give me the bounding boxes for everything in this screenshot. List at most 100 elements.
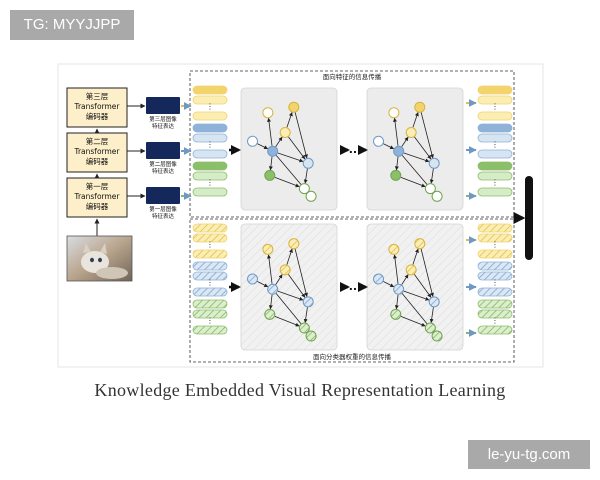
top-graph-1-graph-node (288, 101, 300, 113)
bottom-graph-2-edge (392, 254, 399, 284)
top-graph-2-graph-node (431, 190, 443, 202)
top-graph-2-graph-node (373, 135, 385, 147)
top-graph-1-graph-node (305, 190, 317, 202)
bottom-graph-2-edge (403, 290, 430, 301)
output-bar (525, 176, 533, 260)
bottom-graph-1-graph-node (305, 330, 317, 342)
bottom-left-node-pill (192, 287, 228, 297)
bottom-graph-1-edge (274, 316, 300, 327)
bottom-right-stack: ⋮⋮⋮ (477, 223, 513, 335)
top-graph-2-graph-node (390, 169, 402, 181)
bottom-graph-2-graph-node (414, 238, 426, 250)
top-graph-2-edge (412, 112, 419, 128)
bottom-panel-title: 面向分类器权重的信息传播 (313, 352, 392, 361)
bottom-graph-2-edge (420, 248, 434, 297)
bottom-right-node-pill (477, 325, 513, 335)
bottom-left-node-pill (192, 309, 228, 319)
bottom-left-vdots: ⋮ (206, 316, 214, 325)
top-right-vdots: ⋮ (491, 178, 499, 187)
top-graph-2-edge (414, 136, 432, 160)
bottom-left-node-pill (192, 271, 228, 281)
feature-block-3: 第三层图像 特征表达 (146, 97, 180, 130)
top-left-node-pill (192, 171, 228, 181)
top-left-node-pill (192, 133, 228, 143)
bottom-graph-1-panel-bg (240, 223, 338, 351)
svg-text:特征表达: 特征表达 (152, 212, 175, 220)
bottom-left-node-pill (192, 299, 228, 309)
top-graph-2-graph-node (388, 107, 400, 119)
bottom-graph-2-graph-node (431, 330, 443, 342)
bottom-graph-2-graph-node (428, 296, 440, 308)
top-graph-1-edge (257, 143, 269, 150)
bottom-graph-2-panel (366, 223, 464, 351)
feature-block-1: 第一层图像 特征表达 (146, 187, 180, 220)
svg-text:编码器: 编码器 (86, 201, 109, 211)
top-graph-2-edge (429, 168, 434, 184)
top-left-vdots: ⋮ (206, 178, 214, 187)
svg-text:编码器: 编码器 (86, 156, 109, 166)
feature-block-2: 第二层图像 特征表达 (146, 142, 180, 175)
bottom-graph-1-edge (266, 254, 273, 284)
svg-text:第二层: 第二层 (86, 136, 109, 146)
bottom-graph-1-edge (288, 274, 306, 298)
top-graph-1-panel (240, 87, 338, 211)
top-right-node-pill (477, 187, 513, 197)
encoder-layer-2: 第二层 Transformer 编码器 (66, 132, 128, 173)
top-graph-1-edge (268, 156, 273, 171)
bottom-right-node-pill (477, 287, 513, 297)
bottom-left-node-pill (192, 325, 228, 335)
bottom-right-node-pill (477, 299, 513, 309)
node-stacks: ⋮⋮⋮⋮⋮⋮⋮⋮⋮⋮⋮⋮ (192, 85, 513, 335)
top-graph-1-graph-node (298, 183, 310, 195)
bottom-right-node-pill (477, 261, 513, 271)
bottom-graph-1-edge (277, 290, 304, 301)
bottom-left-node-pill (192, 223, 228, 233)
bottom-right-node-pill (477, 233, 513, 243)
bottom-right-node-pill (477, 271, 513, 281)
flow-arrows: ...... (181, 99, 477, 337)
watermark-bottom-right: le-yu-tg.com (468, 440, 590, 469)
top-right-node-pill (477, 161, 513, 171)
top-panel-title: 面向特征的信息传播 (323, 72, 382, 81)
bottom-left-vdots: ⋮ (206, 278, 214, 287)
bottom-dashed-box (189, 218, 515, 363)
top-graph-1-graph-node (279, 127, 291, 138)
bottom-graph-1-graph-node (262, 243, 274, 255)
bottom-graph-2-edge (412, 248, 419, 265)
top-graph-1-graph-node (247, 135, 259, 147)
top-graph-1-edge (267, 117, 273, 146)
top-graph-2-edge (393, 117, 399, 146)
bottom-graph-1-panel (240, 223, 338, 351)
bottom-right-vdots: ⋮ (491, 316, 499, 325)
top-graph-2-graph-node (428, 157, 440, 169)
bottom-left-vdots: ⋮ (206, 240, 214, 249)
top-graph-1-panel-bg (240, 87, 338, 211)
bottom-graph-1-edge (286, 248, 293, 265)
bottom-graph-1-graph-node (267, 283, 279, 295)
bottom-graph-2-graph-node (405, 264, 417, 276)
top-left-node-pill (192, 111, 228, 121)
top-graph-1-graph-node (264, 169, 276, 181)
top-left-node-pill (192, 187, 228, 197)
svg-text:第二层图像: 第二层图像 (149, 160, 177, 168)
bottom-graph-2-graph-node (373, 273, 385, 285)
svg-text:Transformer: Transformer (73, 147, 120, 156)
top-left-node-pill (192, 161, 228, 171)
top-left-node-pill (192, 149, 228, 159)
top-right-node-pill (477, 171, 513, 181)
bottom-graph-1-edge (257, 281, 269, 288)
ellipsis-bottom: ... (349, 280, 362, 293)
bottom-graph-1-graph-node (302, 296, 314, 308)
bottom-graph-1-edge (303, 307, 308, 323)
top-dashed-box (189, 70, 515, 218)
bottom-graph-1-graph-node (279, 264, 291, 276)
bottom-graph-2-edge (400, 316, 426, 327)
svg-text:特征表达: 特征表达 (152, 167, 175, 175)
bottom-graph-1-edge (294, 248, 308, 297)
bottom-left-node-pill (192, 261, 228, 271)
top-graph-1-edge (277, 152, 304, 163)
top-left-vdots: ⋮ (206, 102, 214, 111)
svg-text:第三层图像: 第三层图像 (149, 115, 177, 123)
bottom-right-node-pill (477, 249, 513, 259)
bottom-right-node-pill (477, 223, 513, 233)
